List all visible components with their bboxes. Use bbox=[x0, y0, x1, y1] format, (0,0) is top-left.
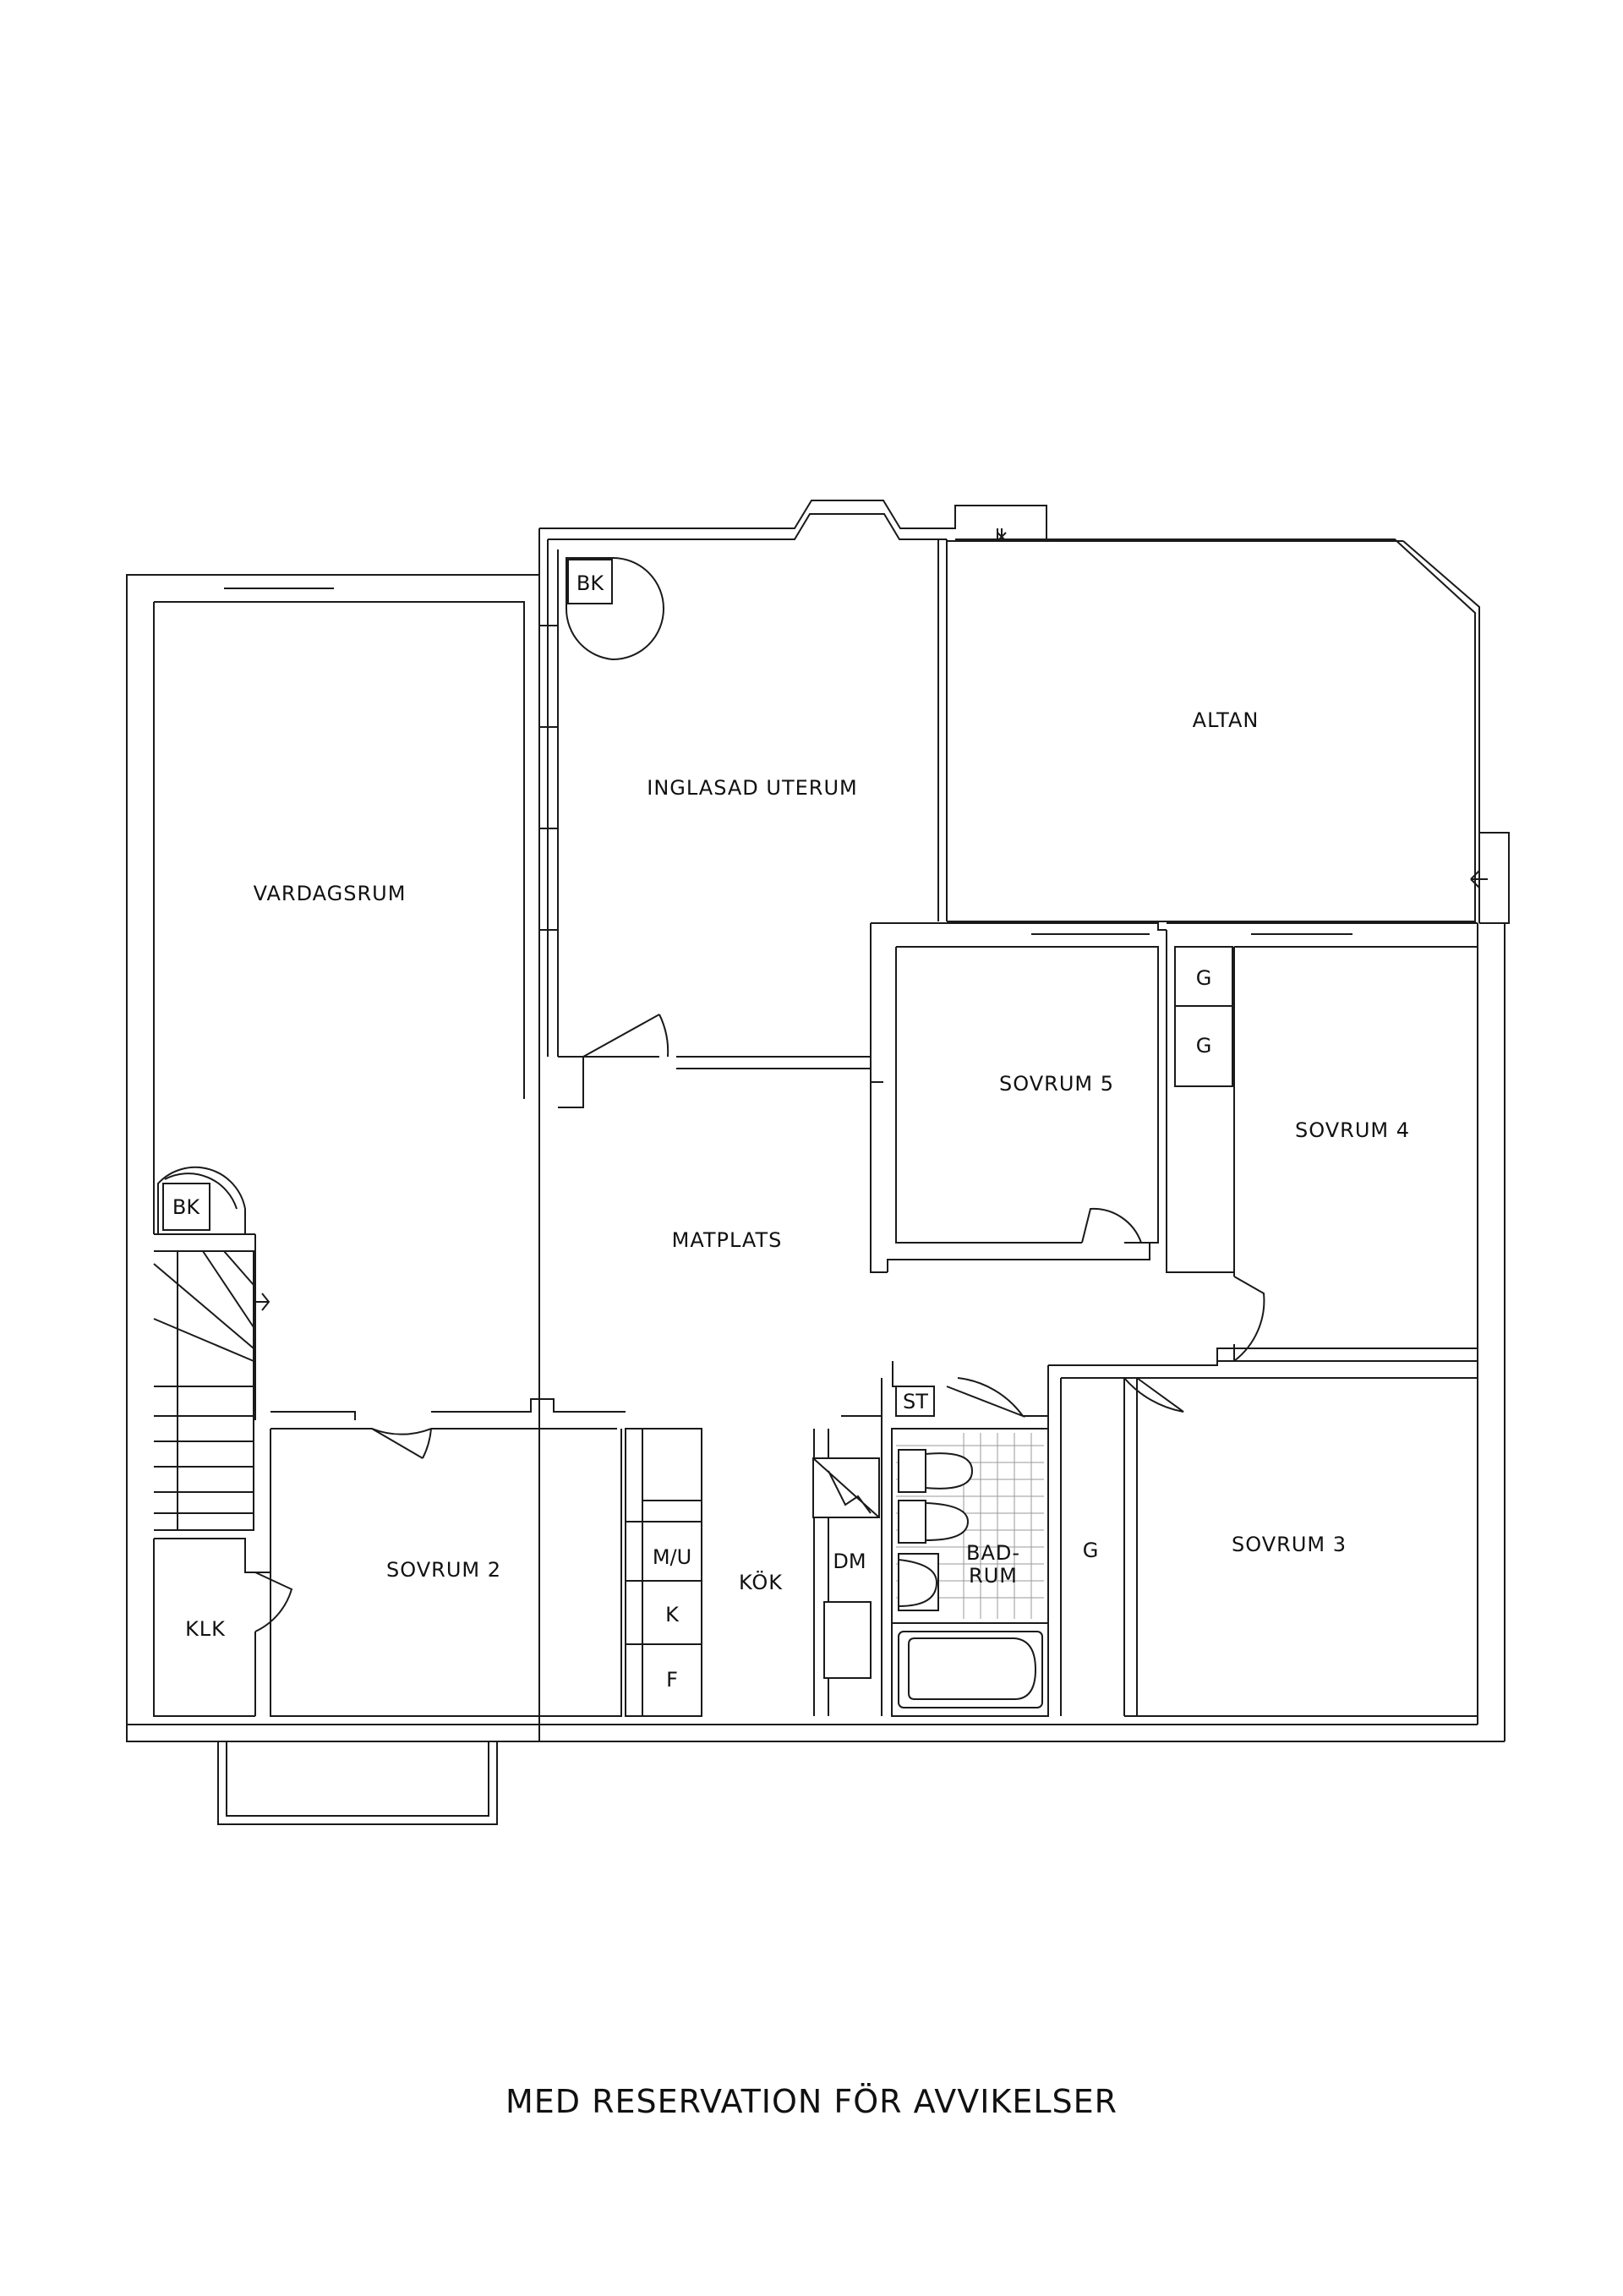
fireplaces bbox=[157, 557, 664, 1235]
mu-label: M/U bbox=[653, 1545, 691, 1569]
toilet-icon bbox=[898, 1449, 974, 1493]
bk-left-label: BK bbox=[172, 1195, 200, 1219]
g-label-3: G bbox=[1083, 1539, 1099, 1562]
sovrum-2-walls bbox=[153, 1429, 622, 1725]
inglasad-uterum-label: INGLASAD UTERUM bbox=[647, 776, 858, 800]
g-label-2: G bbox=[1196, 1034, 1212, 1058]
sovrum-4-label: SOVRUM 4 bbox=[1295, 1118, 1410, 1142]
badrum-label-line-1: BAD- bbox=[966, 1541, 1020, 1565]
interior-walls bbox=[154, 922, 1478, 1725]
sovrum-5-label: SOVRUM 5 bbox=[999, 1072, 1114, 1096]
sink-icon bbox=[898, 1553, 939, 1611]
badrum-label-line-2: RUM bbox=[969, 1564, 1018, 1588]
kitchen-fixtures bbox=[626, 1386, 935, 1679]
g-label-1: G bbox=[1196, 966, 1212, 990]
altan-walls bbox=[947, 505, 1510, 924]
st-label: ST bbox=[903, 1390, 928, 1413]
bidet-icon bbox=[898, 1500, 970, 1544]
fixture-labels: BK BK G G G ST M/U K F DM bbox=[172, 571, 1211, 1692]
kok-label: KÖK bbox=[739, 1570, 783, 1594]
outer-walls bbox=[126, 574, 1506, 1825]
k-label: K bbox=[665, 1603, 680, 1626]
dm-label: DM bbox=[833, 1550, 866, 1573]
vardagsrum-label: VARDAGSRUM bbox=[254, 882, 407, 905]
klk-label: KLK bbox=[185, 1617, 226, 1641]
sovrum-2-label: SOVRUM 2 bbox=[386, 1558, 501, 1582]
f-label: F bbox=[666, 1668, 678, 1692]
sovrum-3-label: SOVRUM 3 bbox=[1232, 1533, 1347, 1556]
windows bbox=[224, 574, 817, 1742]
bk-top-label: BK bbox=[577, 571, 604, 595]
room-labels: VARDAGSRUM INGLASAD UTERUM ALTAN MATPLAT… bbox=[185, 708, 1410, 1641]
altan-label: ALTAN bbox=[1193, 708, 1260, 732]
matplats-label: MATPLATS bbox=[672, 1228, 783, 1252]
staircase bbox=[153, 1250, 270, 1531]
disclaimer-text: MED RESERVATION FÖR AVVIKELSER bbox=[505, 2083, 1118, 2120]
bathroom-fixtures bbox=[898, 1449, 1043, 1708]
